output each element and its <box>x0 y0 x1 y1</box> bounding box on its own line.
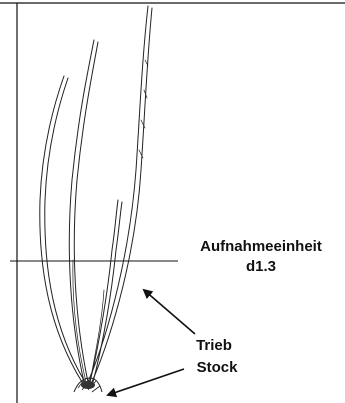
shoots <box>40 6 152 382</box>
stock-pointer-arrow <box>108 369 184 395</box>
shoot-strand-2 <box>90 290 104 382</box>
stock-knot <box>81 381 95 389</box>
measurement-height-label: d1.3 <box>186 258 336 275</box>
shoot-short-edge <box>93 202 122 382</box>
shoot-pointer-arrow <box>144 290 195 334</box>
stock-label: Stock <box>186 359 248 376</box>
shoot-label: Trieb <box>186 337 242 354</box>
shoot-second <box>69 40 94 382</box>
measurement-unit-label: Aufnahmeeinheit <box>186 238 336 255</box>
frame <box>0 3 345 403</box>
shoot-second-edge <box>74 42 98 382</box>
